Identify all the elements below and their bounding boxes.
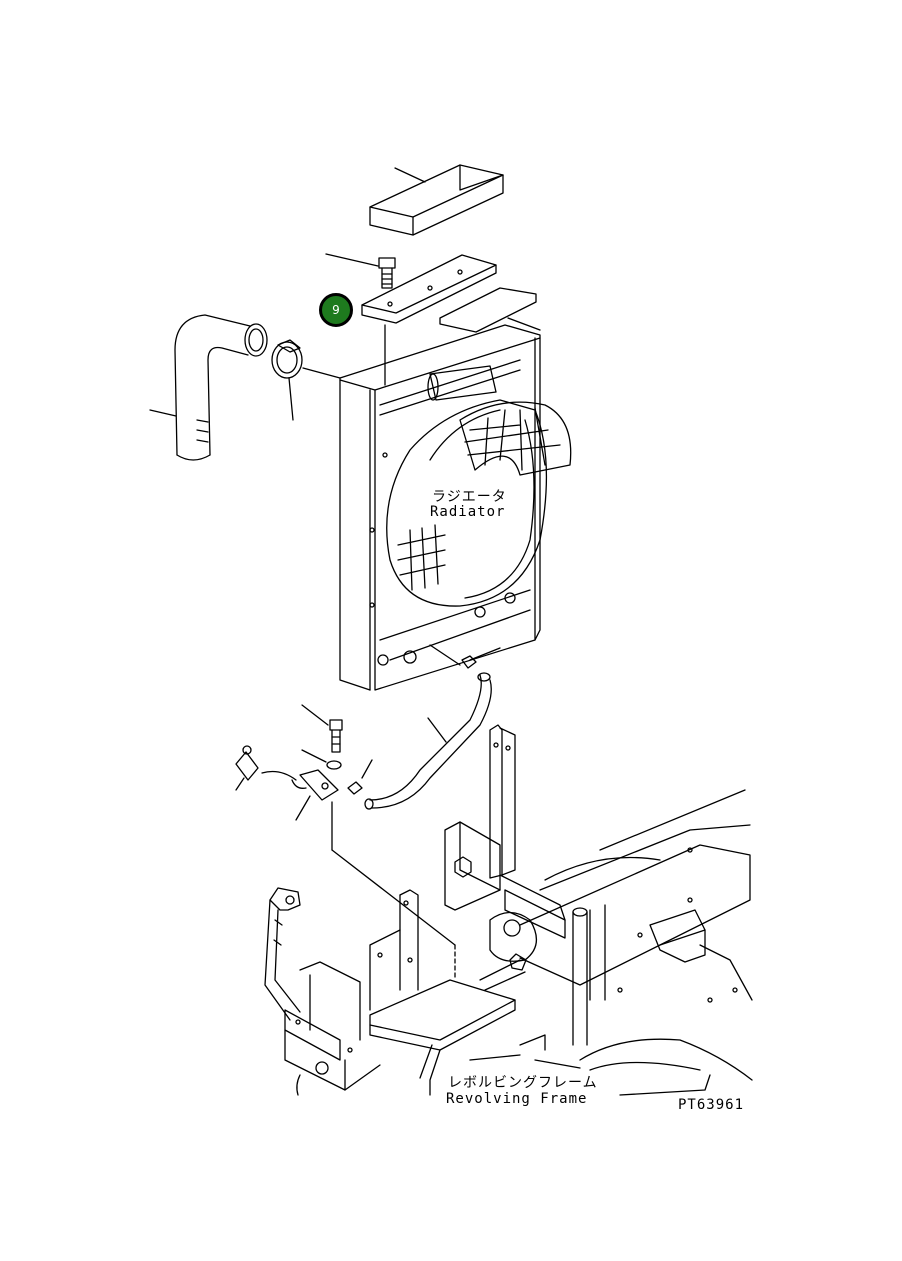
upper-hose <box>149 314 268 461</box>
drain-assembly <box>235 644 501 981</box>
callout-number-badge[interactable]: 9 <box>319 293 353 327</box>
revolving-frame-label-en: Revolving Frame <box>446 1091 588 1107</box>
hose-clamp <box>271 339 341 421</box>
seal-block <box>369 164 504 236</box>
drawing-number: PT63961 <box>678 1097 745 1113</box>
revolving-frame <box>264 724 753 1096</box>
revolving-frame-label-jp: レボルビングフレーム <box>448 1075 598 1091</box>
top-cover-plate <box>325 253 537 386</box>
radiator <box>339 317 572 691</box>
radiator-label-en: Radiator <box>430 504 506 520</box>
callout-number: 9 <box>332 303 340 317</box>
radiator-label-jp: ラジエータ <box>432 489 507 505</box>
